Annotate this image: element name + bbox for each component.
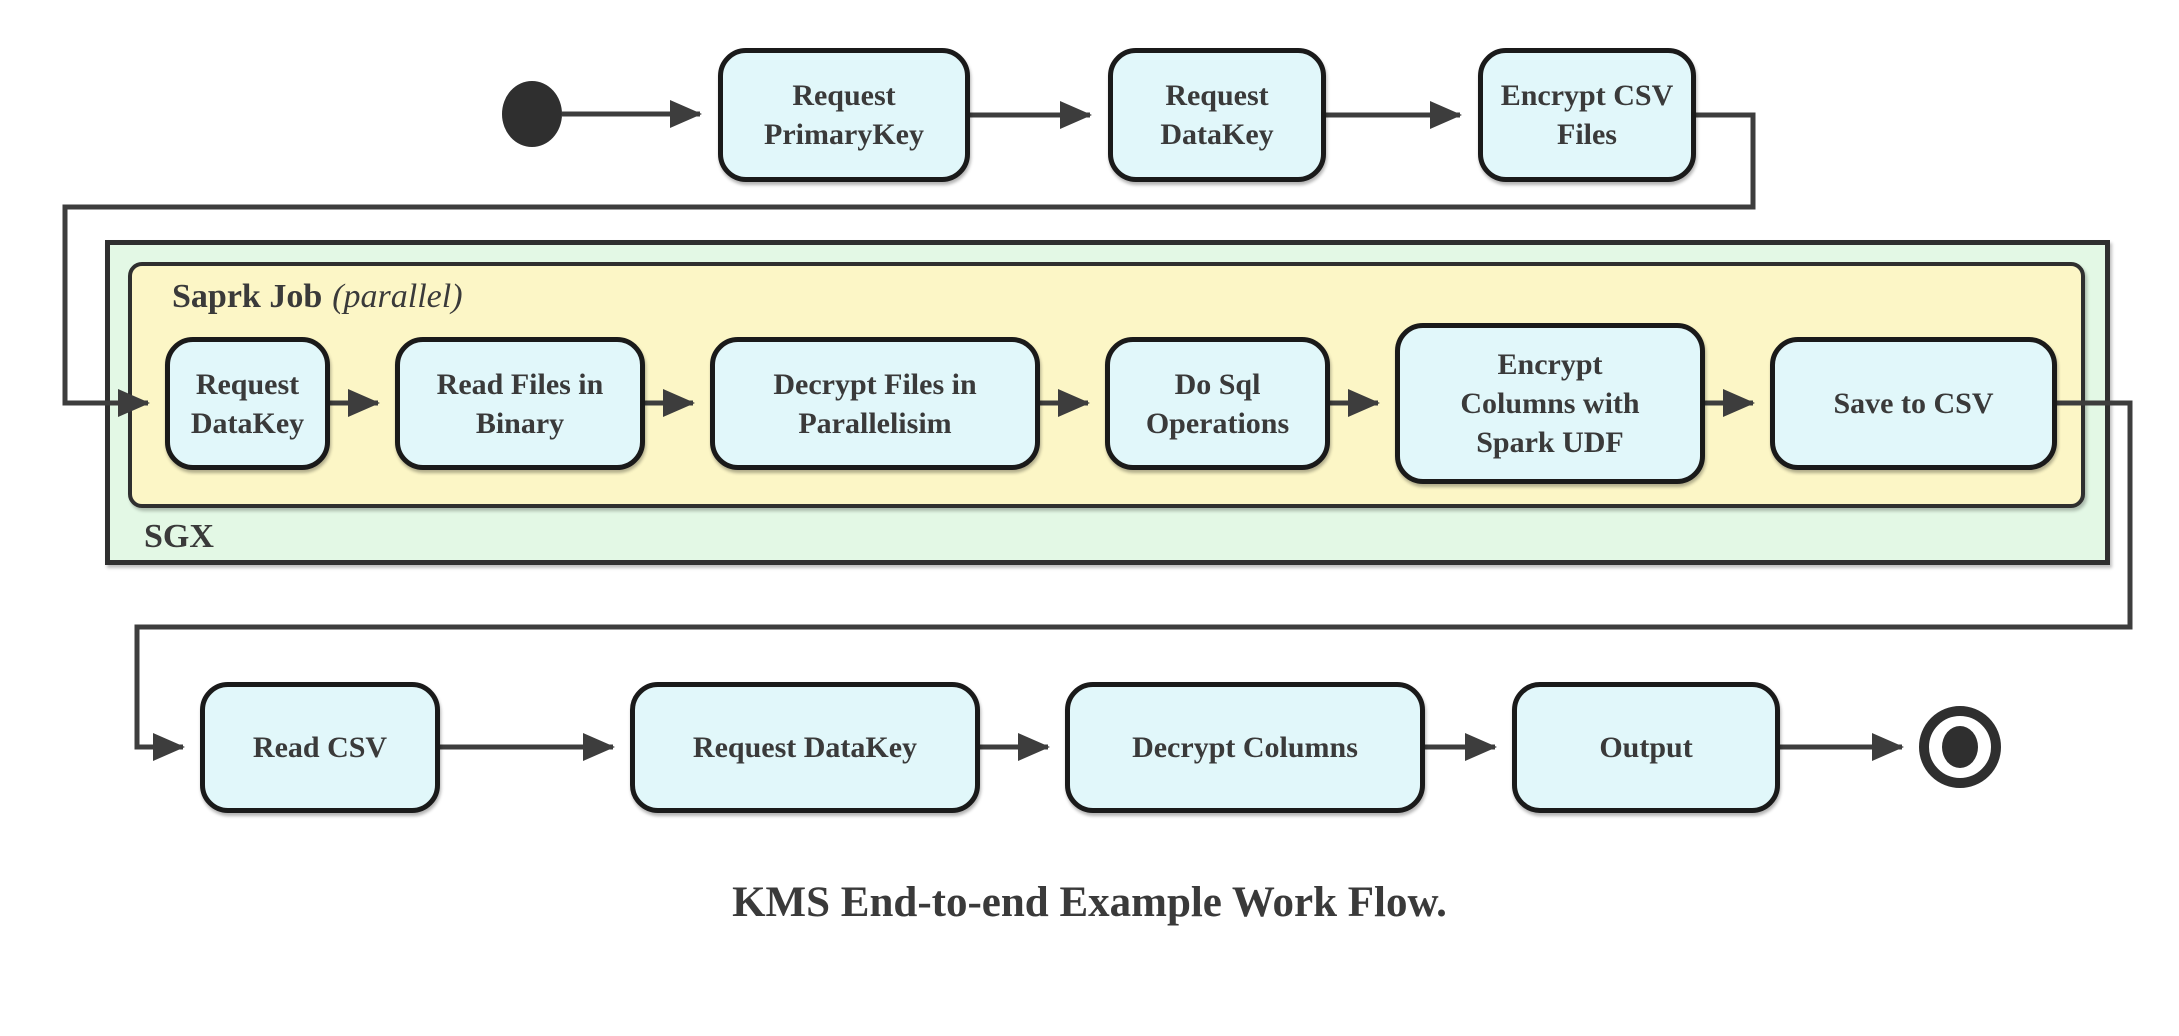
start-state-icon [502, 81, 562, 147]
node-output: Output [1512, 682, 1780, 813]
node-encrypt-csv-files: Encrypt CSV Files [1478, 48, 1696, 182]
node-decrypt-columns: Decrypt Columns [1065, 682, 1425, 813]
node-request-datakey-spark: Request DataKey [165, 337, 330, 470]
end-state-icon [1919, 706, 2001, 788]
diagram-caption: KMS End-to-end Example Work Flow. [732, 879, 1447, 926]
node-read-files-in-binary: Read Files in Binary [395, 337, 645, 470]
node-request-datakey-top: Request DataKey [1108, 48, 1326, 182]
node-encrypt-columns-with-spark-udf: Encrypt Columns with Spark UDF [1395, 323, 1705, 484]
node-save-to-csv: Save to CSV [1770, 337, 2057, 470]
node-decrypt-files-in-parallelisim: Decrypt Files in Parallelisim [710, 337, 1040, 470]
sgx-label: SGX [144, 518, 214, 555]
node-read-csv: Read CSV [200, 682, 440, 813]
spark-job-label-name: Saprk Job [172, 278, 323, 315]
node-do-sql-operations: Do Sql Operations [1105, 337, 1330, 470]
spark-job-label-parallel: (parallel) [332, 278, 463, 315]
spark-job-label: Saprk Job(parallel) [172, 278, 463, 316]
node-request-datakey-bottom: Request DataKey [630, 682, 980, 813]
node-request-primarykey: Request PrimaryKey [718, 48, 970, 182]
